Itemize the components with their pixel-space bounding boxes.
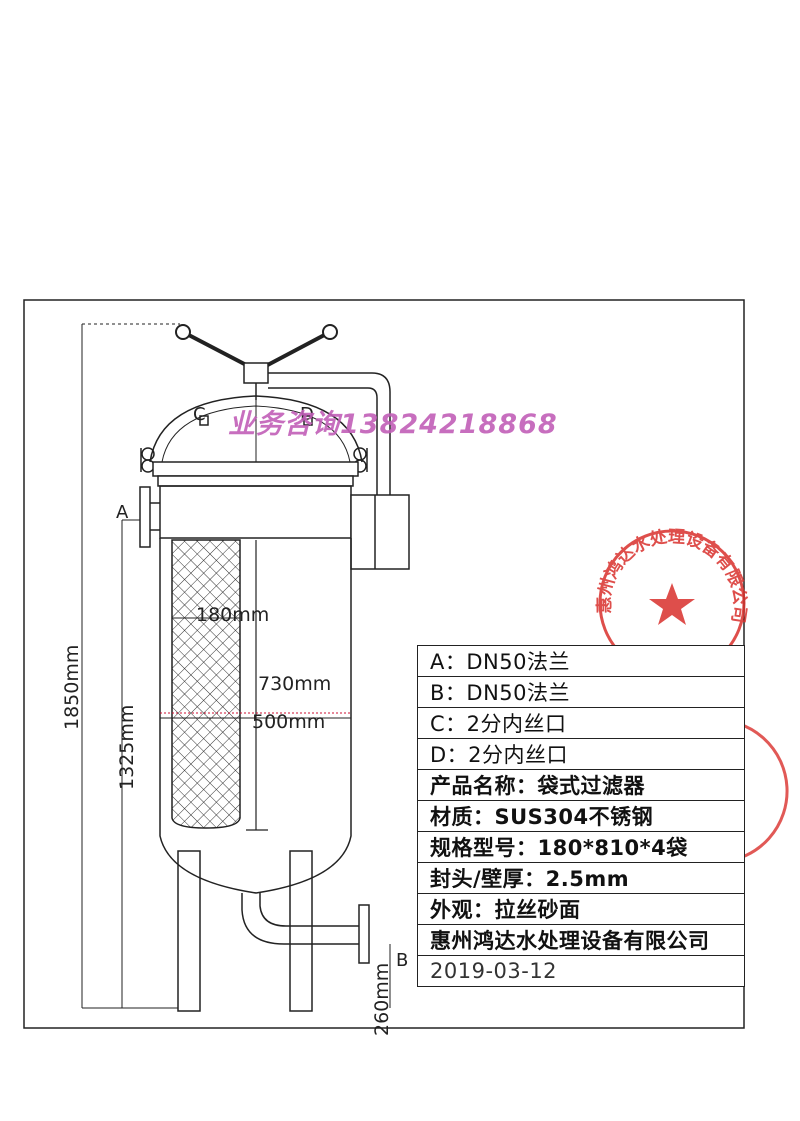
spec-cell: 材质：SUS304不锈钢 (417, 800, 745, 832)
spec-row: D：2分内丝口 (417, 738, 745, 770)
spec-cell: 规格型号：180*810*4袋 (417, 831, 745, 863)
dim-vessel-diameter: 500mm (252, 711, 325, 733)
upper-body (159, 485, 352, 539)
leg-left (177, 850, 201, 1012)
dim-inlet-height: 1325mm (116, 705, 138, 790)
spec-cell: 2019-03-12 (417, 955, 745, 987)
contact-watermark: 业务咨询13824218868 (228, 409, 558, 440)
inlet-flange-a (139, 486, 151, 548)
dimension-lines (81, 323, 391, 1009)
outlet-flange-b (358, 904, 370, 964)
side-housing (350, 494, 410, 570)
spec-cell: 封头/壁厚：2.5mm (417, 862, 745, 894)
spec-cell: D：2分内丝口 (417, 738, 745, 770)
dim-total-height: 1850mm (61, 645, 83, 730)
spec-cell: C：2分内丝口 (417, 707, 745, 739)
spec-row: 材质：SUS304不锈钢 (417, 800, 745, 832)
label-port-b: B (396, 950, 408, 971)
spec-row: 规格型号：180*810*4袋 (417, 831, 745, 863)
spec-cell: 惠州鸿达水处理设备有限公司 (417, 924, 745, 956)
spec-row: 封头/壁厚：2.5mm (417, 862, 745, 894)
spec-row: 外观：拉丝砂面 (417, 893, 745, 925)
dim-bag-diameter: 180mm (196, 604, 269, 626)
port-d-fitting (303, 415, 313, 426)
vent-pipe (268, 372, 391, 500)
top-flange (152, 461, 359, 477)
spec-row: C：2分内丝口 (417, 707, 745, 739)
dim-bag-length: 730mm (258, 673, 331, 695)
spec-row: 产品名称：袋式过滤器 (417, 769, 745, 801)
dim-outlet-height: 260mm (371, 963, 393, 1036)
filter-bag (171, 539, 241, 829)
port-c-fitting (199, 415, 209, 426)
lid-handwheel (175, 324, 338, 400)
filter-vessel (139, 324, 410, 1012)
spec-cell: 产品名称：袋式过滤器 (417, 769, 745, 801)
spec-cell: 外观：拉丝砂面 (417, 893, 745, 925)
spec-row: B：DN50法兰 (417, 676, 745, 708)
label-port-a: A (116, 502, 129, 523)
main-shell (159, 538, 352, 894)
leg-right (289, 850, 313, 1012)
outlet-pipe-b (241, 893, 360, 945)
label-port-d: D (300, 404, 314, 425)
spec-cell: A：DN50法兰 (417, 645, 745, 677)
spec-row: A：DN50法兰 (417, 645, 745, 677)
label-port-c: C (193, 404, 206, 425)
spec-row: 惠州鸿达水处理设备有限公司 (417, 924, 745, 956)
spec-cell: B：DN50法兰 (417, 676, 745, 708)
spec-row: 2019-03-12 (417, 955, 745, 987)
